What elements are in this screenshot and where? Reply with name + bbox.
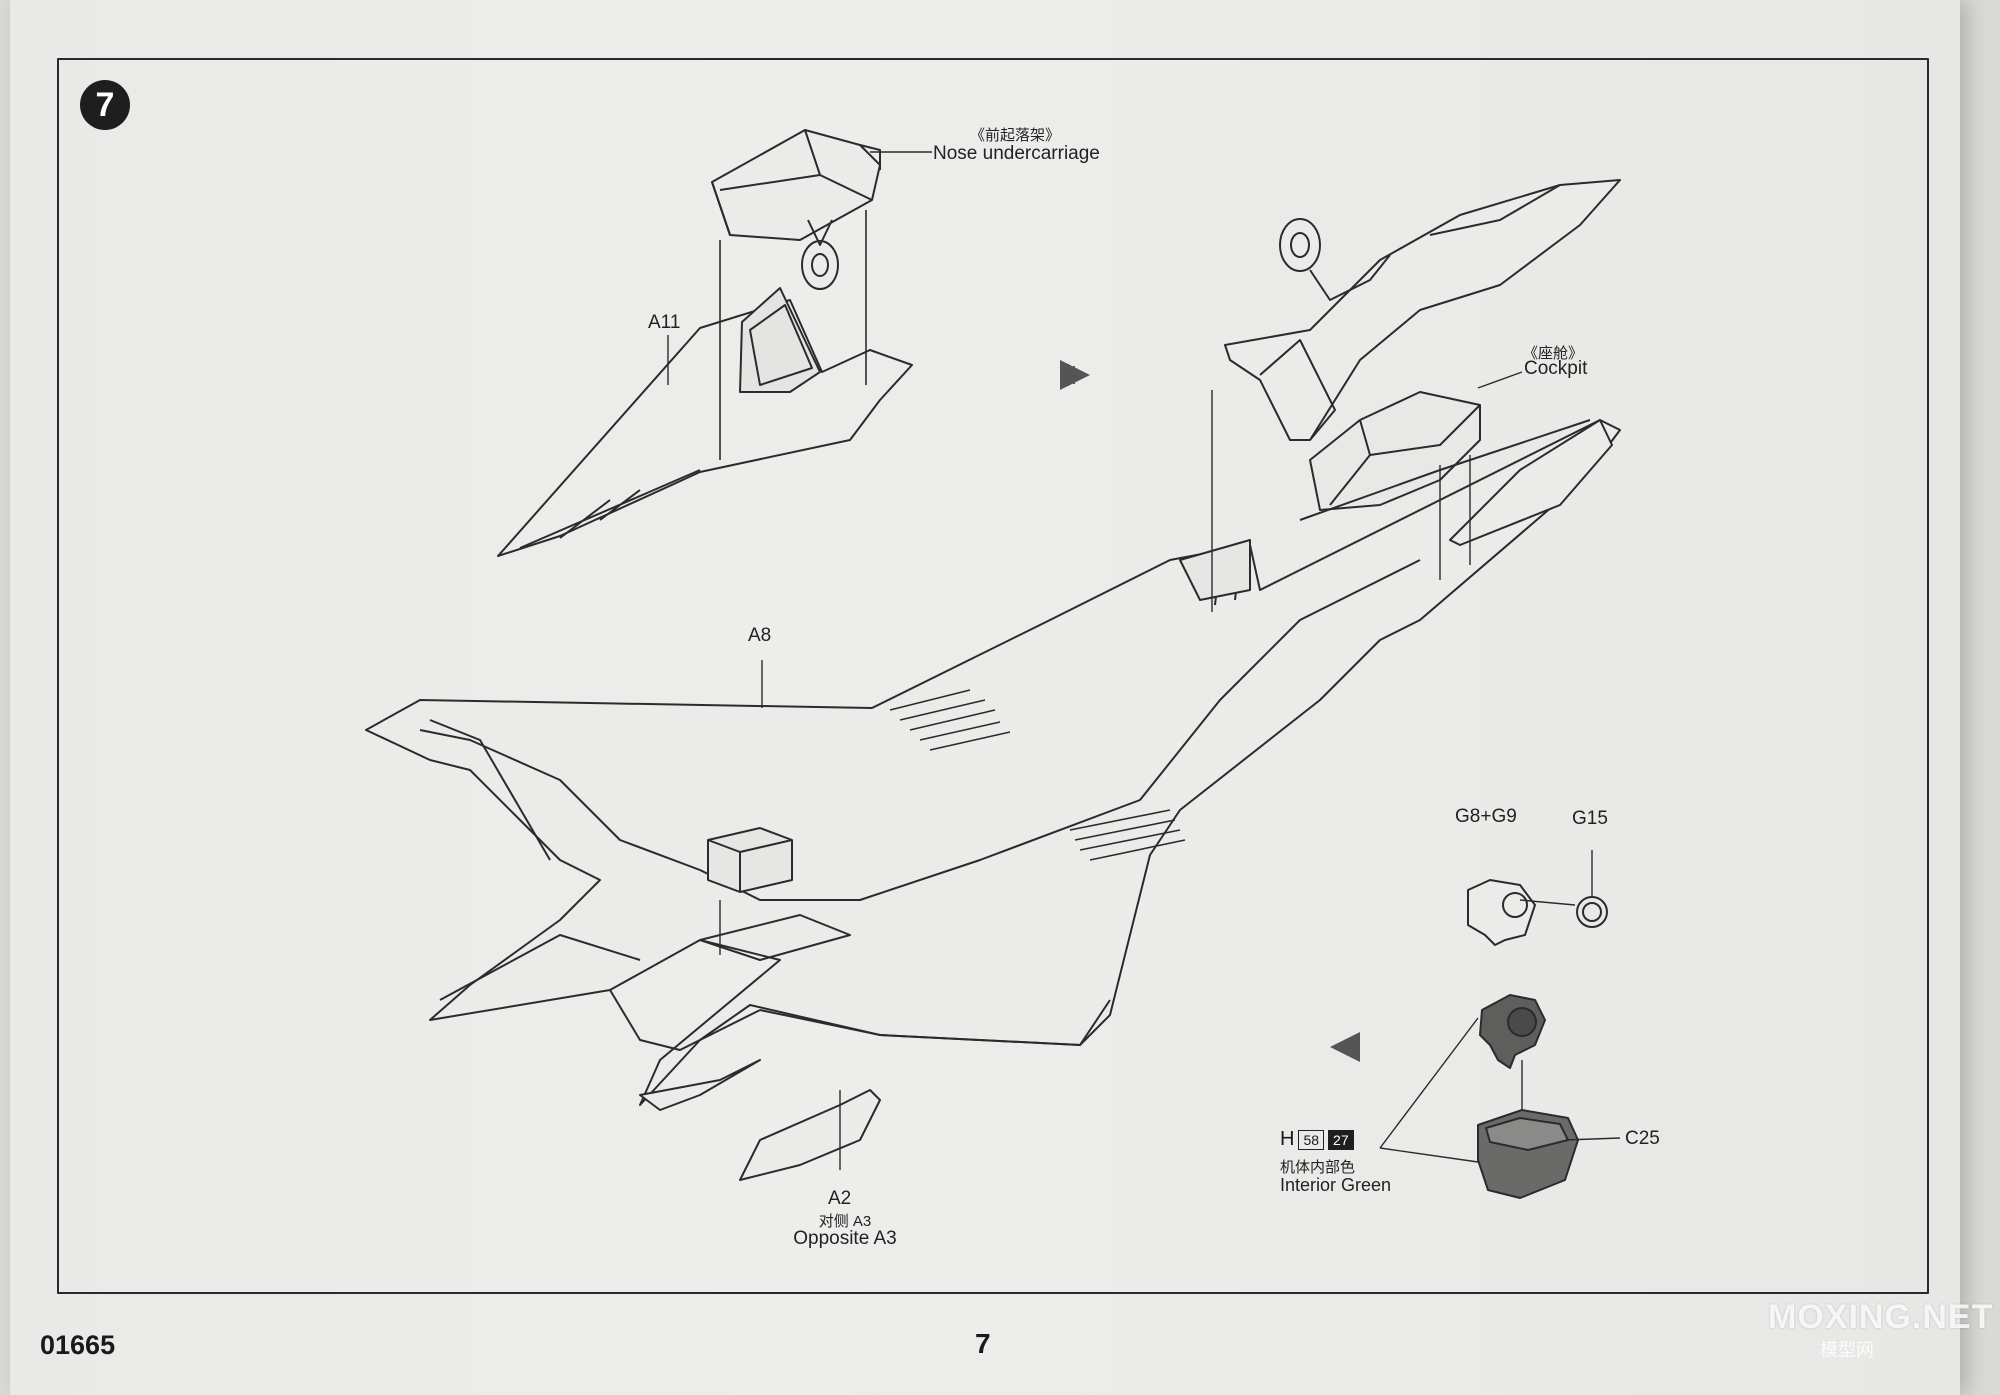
kit-number: 01665 xyxy=(40,1330,116,1360)
opposite-a3-label: Opposite A3 xyxy=(793,1228,897,1249)
step-number-badge: 7 xyxy=(80,80,130,130)
fuselage-a8 xyxy=(365,419,1621,1106)
step-frame xyxy=(57,58,1929,1294)
part-label-g8-g9: G8+G9 xyxy=(1455,806,1517,827)
nose-undercarriage-label: Nose undercarriage xyxy=(933,143,1100,164)
cockpit-label: Cockpit xyxy=(1524,358,1588,379)
part-label-a11: A11 xyxy=(648,312,681,333)
part-g8-g9 xyxy=(1467,879,1536,946)
paint-name-en: Interior Green xyxy=(1280,1175,1392,1195)
arrow-left-icon xyxy=(1330,1032,1360,1062)
part-label-a2: A2 xyxy=(828,1188,852,1209)
part-g15 xyxy=(1576,896,1608,928)
paint-code-b: 27 xyxy=(1328,1129,1354,1150)
nose-undercarriage-bay xyxy=(711,129,881,241)
part-label-g15: G15 xyxy=(1572,808,1608,829)
direction-arrows xyxy=(1060,360,1360,1062)
paint-name-cn: 机体内部色 xyxy=(1280,1159,1356,1176)
watermark-site-cn: 模型网 xyxy=(1820,1340,1874,1360)
paint-code-a: 58 xyxy=(1298,1129,1325,1150)
part-label-a8: A8 xyxy=(748,625,772,646)
paint-prefix: H xyxy=(1280,1128,1295,1150)
paint-reference: H 58 27 xyxy=(1280,1128,1354,1151)
part-label-c25: C25 xyxy=(1625,1128,1660,1149)
nose-section-a11 xyxy=(497,299,913,557)
nose-undercarriage-cn-label: 《前起落架》 xyxy=(969,127,1060,144)
intake-part-a2 xyxy=(739,1089,881,1181)
cockpit-nose-section xyxy=(1224,179,1621,441)
cockpit-cn-label: 《座舱》 xyxy=(1522,345,1583,362)
page-number: 7 xyxy=(975,1328,991,1359)
opposite-a3-cn-label: 对侧 A3 xyxy=(818,1213,872,1230)
watermark-site: MOXING.NET xyxy=(1768,1298,1994,1336)
